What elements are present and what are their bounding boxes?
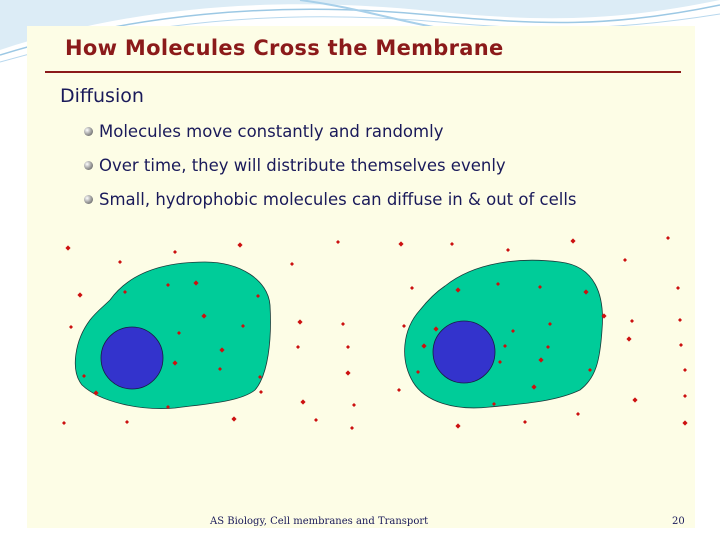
molecule (346, 345, 350, 349)
molecule (336, 240, 340, 244)
bullet-text: Molecules move constantly and randomly (99, 122, 444, 141)
molecule (433, 326, 439, 332)
molecule (570, 238, 576, 244)
molecule (397, 388, 401, 392)
molecule (219, 347, 225, 353)
bullet-icon (84, 161, 93, 170)
molecule (683, 394, 687, 398)
bullet-text: Small, hydrophobic molecules can diffuse… (99, 190, 577, 209)
molecule (421, 343, 427, 349)
molecule (172, 360, 178, 366)
molecule (345, 370, 351, 376)
molecule (193, 280, 199, 286)
molecule (601, 313, 607, 319)
molecule (630, 319, 634, 323)
molecule (511, 329, 515, 333)
molecule (62, 421, 66, 425)
molecule (492, 402, 496, 406)
molecule (498, 360, 502, 364)
nucleus-left (100, 326, 164, 390)
cell-right (404, 259, 603, 409)
molecule (166, 405, 170, 409)
molecule (682, 420, 688, 426)
molecule (290, 262, 294, 266)
molecule (506, 248, 510, 252)
molecule (118, 260, 122, 264)
molecule (350, 426, 354, 430)
molecule (201, 313, 207, 319)
molecule (177, 331, 181, 335)
bullet-icon (84, 195, 93, 204)
molecule (82, 374, 86, 378)
molecule-group (62, 236, 688, 430)
molecule (548, 322, 552, 326)
bullet-text: Over time, they will distribute themselv… (99, 156, 506, 175)
molecule (173, 250, 177, 254)
bullet-icon (84, 127, 93, 136)
molecule (455, 287, 461, 293)
molecule (576, 412, 580, 416)
molecule (455, 423, 461, 429)
molecule (231, 416, 237, 422)
molecule (676, 286, 680, 290)
molecule (65, 245, 71, 251)
molecule (314, 418, 318, 422)
molecule (531, 384, 537, 390)
molecule (77, 292, 83, 298)
molecule (259, 390, 263, 394)
molecule (503, 344, 507, 348)
molecule (410, 286, 414, 290)
molecule (341, 322, 345, 326)
molecule (258, 375, 262, 379)
molecule (416, 370, 420, 374)
slide-title: How Molecules Cross the Membrane (65, 36, 504, 60)
molecule (93, 390, 99, 396)
molecule (166, 283, 170, 287)
molecule (402, 324, 406, 328)
bullet-list: Molecules move constantly and randomly O… (82, 120, 577, 222)
molecule (300, 399, 306, 405)
molecule (538, 285, 542, 289)
molecule (588, 368, 592, 372)
page-number: 20 (672, 516, 685, 527)
molecule (352, 403, 356, 407)
molecule (450, 242, 454, 246)
nucleus-right (432, 320, 496, 384)
molecule (523, 420, 527, 424)
molecule (546, 345, 550, 349)
molecule (398, 241, 404, 247)
molecule (123, 290, 127, 294)
molecule (678, 318, 682, 322)
molecule (237, 242, 243, 248)
molecule (241, 324, 245, 328)
molecule (297, 319, 303, 325)
molecule (626, 336, 632, 342)
molecule (623, 258, 627, 262)
footer-text: AS Biology, Cell membranes and Transport (210, 516, 429, 527)
molecule (256, 294, 260, 298)
cell-left (75, 261, 271, 409)
molecule (496, 282, 500, 286)
molecule (583, 289, 589, 295)
bullet-item: Molecules move constantly and randomly (82, 120, 577, 154)
molecule (69, 325, 73, 329)
molecule (296, 345, 300, 349)
molecule (218, 367, 222, 371)
molecule (666, 236, 670, 240)
section-heading: Diffusion (60, 85, 144, 107)
bullet-item: Small, hydrophobic molecules can diffuse… (82, 188, 577, 222)
bullet-item: Over time, they will distribute themselv… (82, 154, 577, 188)
molecule (632, 397, 638, 403)
molecule (683, 368, 687, 372)
molecule (538, 357, 544, 363)
molecule (125, 420, 129, 424)
title-divider (45, 71, 681, 73)
molecule (679, 343, 683, 347)
